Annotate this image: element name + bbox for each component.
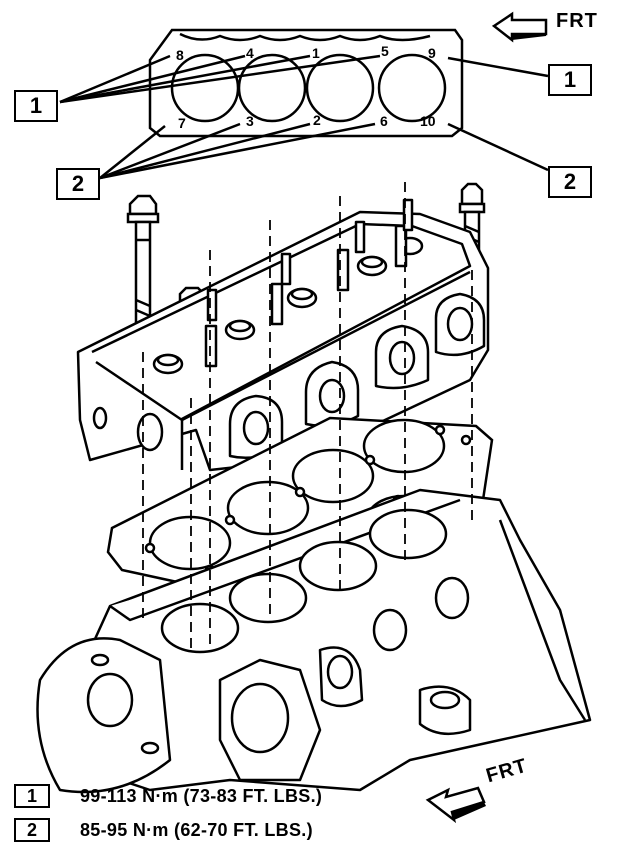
callout-box-1-left: 1 (14, 90, 58, 122)
legend-text-2: 85-95 N·m (62-70 FT. LBS.) (80, 819, 313, 840)
seq-exhaust-4: 6 (380, 113, 388, 129)
cylinder-bore-top-2 (237, 53, 307, 123)
callout-box-2-left: 2 (56, 168, 100, 200)
head-sequence-view (148, 28, 464, 138)
exhaust-ports (228, 292, 486, 459)
seq-intake-1: 8 (176, 47, 184, 63)
gasket-bore-4 (362, 418, 446, 474)
seq-intake-2: 4 (246, 45, 254, 61)
callout-leader-lines (59, 54, 549, 180)
legend-box-2: 2 (14, 818, 50, 842)
callout-label-1-left: 1 (29, 93, 43, 118)
valve-train (152, 198, 424, 375)
seq-intake-4: 5 (381, 43, 389, 59)
gasket-bore-3 (291, 448, 375, 504)
callout-label-2-left: 2 (71, 171, 85, 196)
callout-box-1-right: 1 (548, 64, 592, 96)
legend-row-1: 1 99-113 N·m (73-83 FT. LBS.) (14, 784, 322, 808)
gasket-bore-2 (226, 480, 310, 536)
seq-intake-5: 9 (428, 45, 436, 61)
seq-exhaust-5: 10 (420, 113, 436, 129)
frt-arrow-top (491, 11, 548, 43)
seq-intake-3: 1 (312, 45, 320, 61)
engine-block (36, 488, 592, 794)
bolt-sequence-numbers: 8 4 1 5 9 7 3 2 6 10 (176, 43, 436, 131)
seq-exhaust-3: 2 (313, 112, 321, 128)
callout-box-2-right: 2 (548, 166, 592, 198)
callout-label-1-right: 1 (563, 67, 577, 92)
cylinder-bore-top-4 (377, 53, 447, 123)
cylinder-bore-top-3 (305, 53, 375, 123)
legend-box-1: 1 (14, 784, 50, 808)
seq-exhaust-1: 7 (178, 115, 186, 131)
frt-arrow-bottom (425, 786, 486, 824)
seq-exhaust-2: 3 (246, 113, 254, 129)
cylinder-head (76, 198, 490, 472)
alignment-guides (142, 182, 473, 650)
frt-label-top: FRT (556, 10, 598, 32)
gasket-bore-1 (148, 515, 232, 571)
legend-row-2: 2 85-95 N·m (62-70 FT. LBS.) (14, 818, 313, 842)
callout-label-2-right: 2 (563, 169, 577, 194)
legend-text-1: 99-113 N·m (73-83 FT. LBS.) (80, 785, 323, 806)
